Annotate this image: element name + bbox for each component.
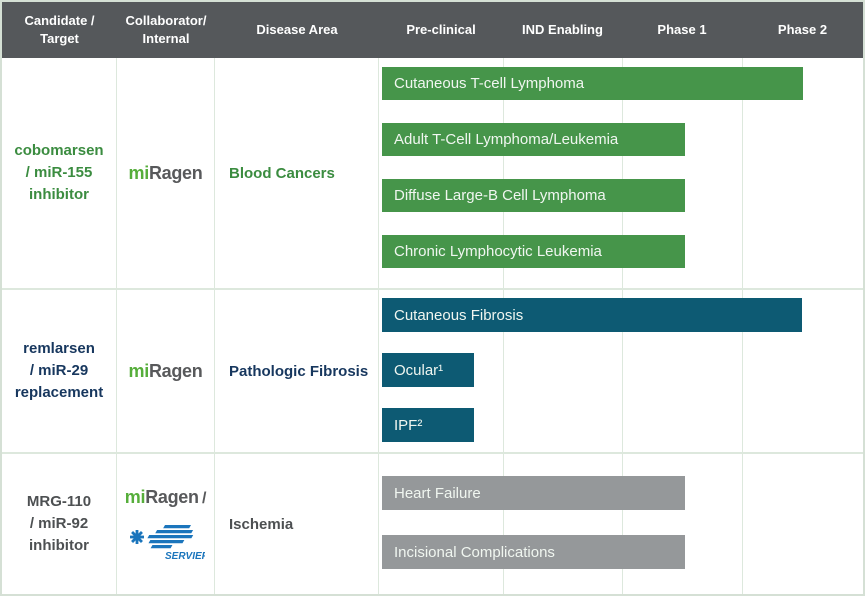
header-phase-ind-enabling: IND Enabling	[522, 22, 603, 38]
header-disease-area: Disease Area	[256, 22, 338, 38]
collaborator-cell: miRagen /	[117, 454, 215, 594]
miragen-logo: miRagen /	[124, 486, 207, 507]
indication-label: Incisional Complications	[394, 543, 555, 561]
miragen-logo: miRagen	[128, 162, 203, 183]
header-collaborator: Collaborator/ Internal	[125, 13, 207, 46]
header-candidate-target: Candidate / Target	[24, 13, 95, 46]
pipeline-bar: Diffuse Large-B Cell Lymphoma	[382, 179, 685, 212]
pipeline-bar: Cutaneous Fibrosis	[382, 298, 802, 332]
pipeline-bar: IPF²	[382, 408, 474, 442]
indication-label: Diffuse Large-B Cell Lymphoma	[394, 187, 606, 204]
disease-area-pathologic-fibrosis: Pathologic Fibrosis	[215, 290, 379, 452]
header-phase-2: Phase 2	[777, 22, 828, 38]
candidate-mrg-110: MRG-110 / miR-92 inhibitor	[2, 454, 117, 594]
indication-label: Heart Failure	[394, 484, 481, 502]
phase-track: Cutaneous Fibrosis Ocular¹ IPF²	[379, 290, 863, 452]
candidate-remlarsen: remlarsen / miR-29 replacement	[2, 290, 117, 452]
indication-label: Chronic Lymphocytic Leukemia	[394, 243, 602, 260]
pipeline-bar: Heart Failure	[382, 476, 685, 510]
pipeline-bar: Chronic Lymphocytic Leukemia	[382, 235, 685, 268]
row-cobomarsen: cobomarsen / miR-155 inhibitor miRagen B…	[2, 58, 863, 288]
header-phase-1: Phase 1	[657, 22, 707, 38]
svg-text:SERVIER: SERVIER	[165, 551, 205, 562]
header-phase-preclinical: Pre-clinical	[406, 22, 476, 38]
row-remlarsen: remlarsen / miR-29 replacement miRagen P…	[2, 288, 863, 452]
indication-label: Cutaneous Fibrosis	[394, 306, 524, 324]
pipeline-bar: Adult T-Cell Lymphoma/Leukemia	[382, 123, 685, 156]
logo-separator: /	[202, 489, 207, 507]
phase-track: Cutaneous T-cell Lymphoma Adult T-Cell L…	[379, 58, 863, 288]
indication-label: Ocular¹	[394, 361, 444, 379]
collaborator-cell: miRagen	[117, 290, 215, 452]
indication-label: IPF²	[394, 416, 423, 434]
disease-area-ischemia: Ischemia	[215, 454, 379, 594]
pipeline-bar: Cutaneous T-cell Lymphoma	[382, 67, 803, 100]
indication-label: Cutaneous T-cell Lymphoma	[394, 75, 585, 92]
servier-swoosh	[146, 524, 193, 548]
row-mrg-110: MRG-110 / miR-92 inhibitor miRagen /	[2, 452, 863, 594]
servier-star-icon	[129, 529, 144, 544]
header-row: Candidate / Target Collaborator/ Interna…	[2, 2, 863, 58]
candidate-cobomarsen: cobomarsen / miR-155 inhibitor	[2, 58, 117, 288]
miragen-logo: miRagen	[128, 360, 203, 381]
disease-area-blood-cancers: Blood Cancers	[215, 58, 379, 288]
servier-logo: SERVIER	[129, 524, 205, 562]
pipeline-bar: Incisional Complications	[382, 535, 685, 569]
indication-label: Adult T-Cell Lymphoma/Leukemia	[394, 131, 619, 148]
pipeline-bar: Ocular¹	[382, 353, 474, 387]
phase-track: Heart Failure Incisional Complications	[379, 454, 863, 594]
collaborator-cell: miRagen	[117, 58, 215, 288]
